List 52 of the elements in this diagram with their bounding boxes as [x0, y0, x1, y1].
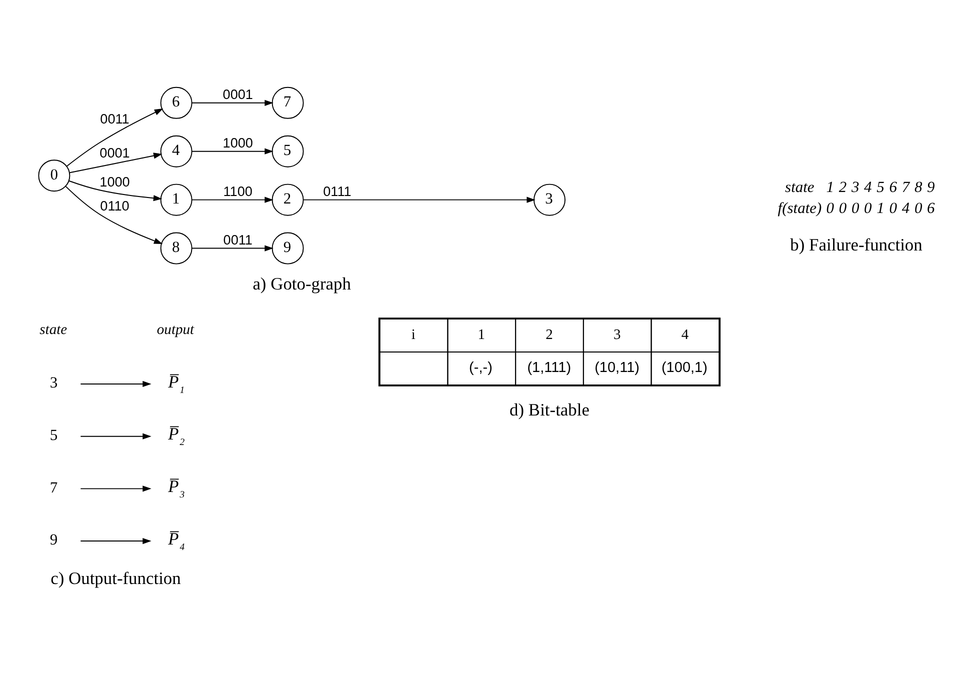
node-text: P̅$_{1}$: [168, 371, 185, 396]
label: 0: [914, 200, 922, 218]
label: 5: [876, 178, 884, 196]
label: 3: [851, 178, 860, 196]
label: (-,-): [469, 360, 492, 376]
node-text: 5: [50, 427, 58, 444]
node-text: 7: [50, 479, 58, 496]
edge-label: 0001: [222, 87, 253, 102]
label: 0: [851, 200, 860, 218]
label: 6: [927, 200, 935, 218]
label: b) Failure-function: [790, 234, 922, 255]
label: 7: [902, 178, 910, 196]
label: 0: [889, 200, 897, 218]
label: 4: [681, 326, 689, 343]
label: (1,111): [527, 360, 572, 376]
edge-label: 0001: [100, 145, 130, 160]
label: 0: [838, 200, 847, 218]
edge-label: 1000: [100, 174, 130, 190]
label: c) Output-function: [50, 568, 181, 588]
label: 4: [864, 178, 872, 196]
node-text: P̅$_{4}$: [168, 528, 185, 553]
edge-label: 0110: [100, 198, 130, 214]
label: state: [785, 178, 814, 196]
label: (10,11): [594, 360, 640, 376]
edge-label: 1000: [222, 136, 253, 151]
label: 1: [876, 200, 884, 218]
label: 9: [927, 178, 935, 196]
label: 3: [613, 326, 621, 343]
label: 6: [889, 178, 897, 196]
label: 2: [546, 326, 553, 343]
label: 1: [478, 326, 486, 343]
label: d) Bit-table: [510, 399, 590, 420]
node-text: 9: [50, 532, 58, 549]
label: 2: [838, 178, 847, 196]
label: a) Goto-graph: [252, 273, 351, 294]
edge-label: 0111: [323, 184, 352, 200]
label: 1: [826, 178, 834, 196]
label: state: [40, 322, 68, 338]
node-text: 3: [50, 374, 58, 392]
label: i: [411, 326, 416, 343]
label: f(state): [778, 200, 822, 218]
node-text: P̅$_{3}$: [168, 476, 185, 500]
label: output: [156, 322, 194, 338]
label: 8: [914, 178, 922, 196]
edge-label: 1100: [223, 184, 252, 200]
node-text: P̅$_{2}$: [168, 424, 185, 448]
edge-label: 0011: [100, 111, 130, 126]
edge-label: 0011: [223, 232, 252, 248]
label: (100,1): [661, 360, 708, 376]
label: 0: [826, 200, 834, 218]
label: 4: [902, 200, 910, 218]
label: 0: [864, 200, 872, 218]
